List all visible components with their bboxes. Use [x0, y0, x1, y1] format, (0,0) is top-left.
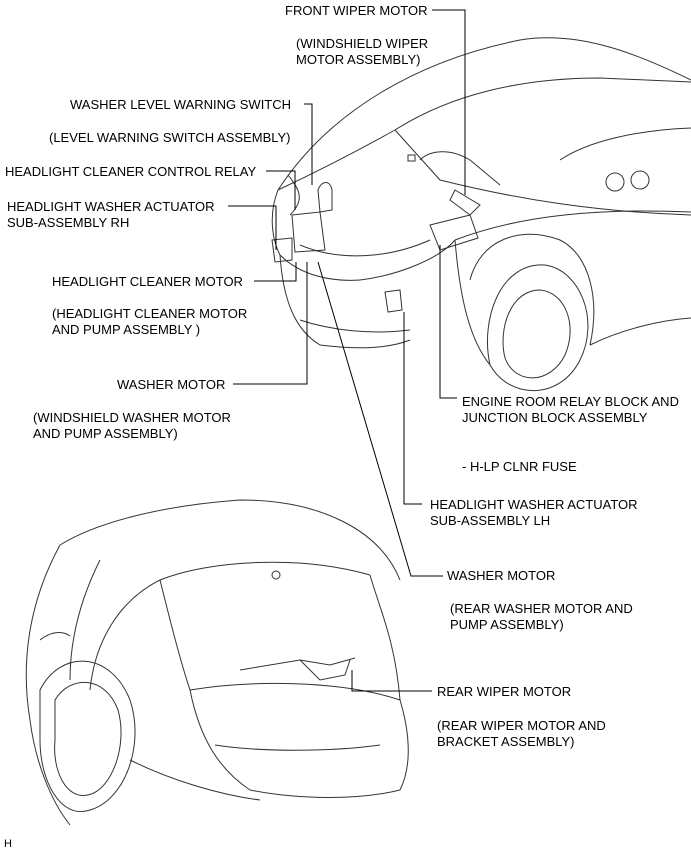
label-headlight-washer-actuator-rh: HEADLIGHT WASHER ACTUATOR SUB-ASSEMBLY R…: [7, 199, 215, 230]
rear-car-outline: [25, 499, 409, 826]
front-car-outline: [271, 37, 691, 392]
label-front-wiper-motor: FRONT WIPER MOTOR: [285, 3, 428, 18]
label-washer-level-warning-switch: WASHER LEVEL WARNING SWITCH: [70, 97, 292, 112]
label-front-wiper-motor-assembly: (WINDSHIELD WIPER MOTOR ASSEMBLY): [296, 36, 429, 67]
label-washer-motor-rear: WASHER MOTOR: [447, 568, 556, 583]
corner-mark: H: [4, 838, 12, 850]
label-headlight-cleaner-motor-assembly: (HEADLIGHT CLEANER MOTOR AND PUMP ASSEMB…: [52, 306, 248, 337]
label-washer-motor-front: WASHER MOTOR: [117, 377, 226, 392]
label-h-lp-clnr-fuse: - H-LP CLNR FUSE: [462, 459, 577, 474]
label-headlight-cleaner-control-relay: HEADLIGHT CLEANER CONTROL RELAY: [5, 164, 257, 179]
label-headlight-washer-actuator-lh: HEADLIGHT WASHER ACTUATOR SUB-ASSEMBLY L…: [430, 497, 638, 528]
label-engine-room-relay-block: ENGINE ROOM RELAY BLOCK AND JUNCTION BLO…: [462, 394, 679, 425]
leader-lines: [228, 9, 466, 692]
label-headlight-cleaner-motor: HEADLIGHT CLEANER MOTOR: [52, 274, 243, 289]
label-rear-washer-motor-assembly: (REAR WASHER MOTOR AND PUMP ASSEMBLY): [450, 601, 633, 632]
label-rear-wiper-motor-assembly: (REAR WIPER MOTOR AND BRACKET ASSEMBLY): [437, 718, 606, 749]
label-level-warning-switch-assembly: (LEVEL WARNING SWITCH ASSEMBLY): [49, 130, 291, 145]
label-rear-wiper-motor: REAR WIPER MOTOR: [437, 684, 572, 699]
label-windshield-washer-motor-assembly: (WINDSHIELD WASHER MOTOR AND PUMP ASSEMB…: [33, 410, 231, 441]
